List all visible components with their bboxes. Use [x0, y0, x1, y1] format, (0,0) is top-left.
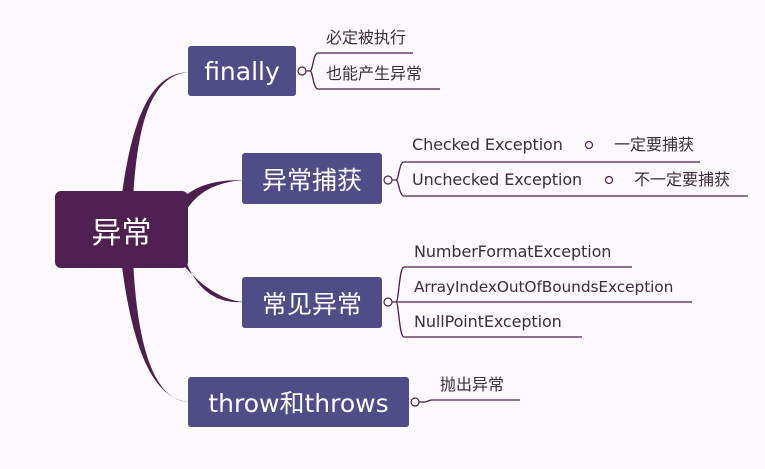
leaf-array-index-exception[interactable]: ArrayIndexOutOfBoundsException — [414, 278, 674, 296]
leaf-checked-exception[interactable]: Checked Exception — [412, 135, 563, 154]
leaf-number-format-exception[interactable]: NumberFormatException — [414, 242, 612, 261]
checked-note-marker-icon — [584, 140, 594, 150]
common-connector-icon[interactable] — [383, 297, 393, 307]
branch-common-exceptions[interactable]: 常见异常 — [242, 277, 382, 328]
link-root-capture — [170, 180, 244, 214]
branch-finally[interactable]: finally — [188, 46, 296, 96]
branch-finally-label: finally — [204, 56, 280, 86]
link-throw-children — [415, 399, 520, 403]
branch-throw-throws[interactable]: throw和throws — [188, 377, 409, 427]
root-label: 异常 — [91, 215, 152, 251]
leaf-can-throw[interactable]: 也能产生异常 — [326, 64, 423, 83]
capture-connector-icon[interactable] — [383, 175, 393, 185]
throw-connector-icon[interactable] — [410, 397, 420, 407]
branch-exception-capture[interactable]: 异常捕获 — [242, 153, 382, 204]
branch-throw-label: throw和throws — [208, 389, 389, 418]
leaf-null-point-exception[interactable]: NullPointException — [414, 312, 562, 331]
branch-capture-label: 异常捕获 — [261, 165, 362, 195]
leaf-throw-exception[interactable]: 抛出异常 — [440, 375, 505, 394]
finally-connector-icon[interactable] — [297, 66, 307, 76]
leaf-always-executed[interactable]: 必定被执行 — [326, 28, 407, 47]
leaf-checked-note[interactable]: 一定要捕获 — [614, 135, 695, 154]
unchecked-note-marker-icon — [604, 175, 614, 185]
branch-common-label: 常见异常 — [261, 289, 362, 319]
root-node[interactable]: 异常 — [55, 191, 188, 268]
leaf-unchecked-exception[interactable]: Unchecked Exception — [412, 170, 583, 189]
leaf-unchecked-note[interactable]: 不一定要捕获 — [634, 170, 731, 189]
